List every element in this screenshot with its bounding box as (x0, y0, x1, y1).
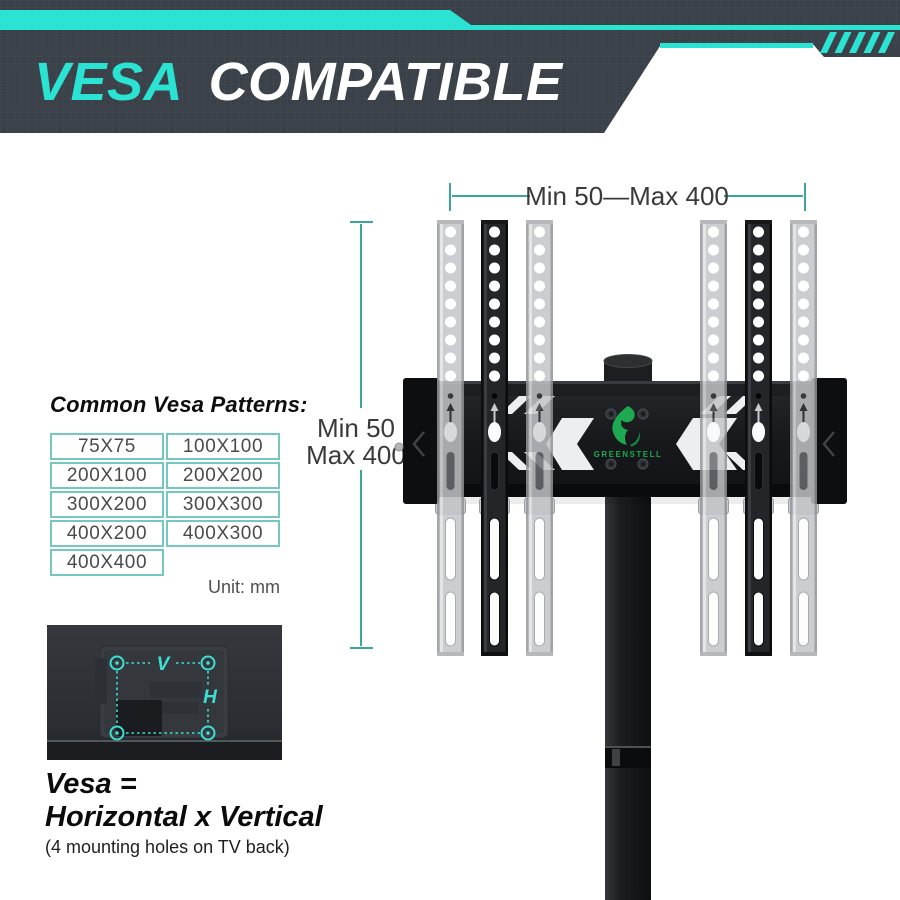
vesa-pattern-cell: 100X100 (166, 433, 280, 460)
v-dimension-label: V (157, 654, 171, 675)
bracket-end-cap-left (403, 378, 439, 504)
vesa-patterns-table: 75X75 100X100 200X100 200X200 300X200 30… (50, 433, 280, 578)
vesa-definition-note: (4 mounting holes on TV back) (45, 837, 290, 857)
flame-icon (612, 406, 635, 445)
vesa-hole-annotation (109, 655, 216, 741)
bracket-screws (605, 408, 649, 470)
bracket-chevron-cutout-left (546, 418, 594, 470)
table-row: 300X200 300X300 (50, 491, 280, 518)
table-row: 400X200 400X300 (50, 520, 280, 547)
vesa-pattern-cell: 200X200 (166, 462, 280, 489)
vertical-dimension-label-min: Min 50 (317, 413, 395, 443)
brand-wordmark: GREENSTELL (594, 450, 663, 459)
bracket-side-screw (394, 442, 404, 452)
tv-mount-recess (95, 645, 229, 739)
vesa-pattern-cell: 300X300 (166, 491, 280, 518)
bracket-end-cap-right (811, 378, 847, 504)
dotted-dimension-lines (116, 662, 209, 734)
vesa-rail-gray (436, 219, 465, 657)
table-row: 75X75 100X100 (50, 433, 280, 460)
header-banner: VESA COMPATIBLE (0, 0, 900, 133)
title-accent: VESA (34, 52, 181, 112)
teal-line (0, 25, 900, 30)
banner-teal-accents (0, 10, 900, 53)
vesa-pattern-cell: 75X75 (50, 433, 164, 460)
greenstell-logo: GREENSTELL (594, 406, 663, 459)
vesa-pattern-cell: 400X400 (50, 549, 164, 576)
vertical-dimension-label-max: Max 400 (306, 440, 406, 470)
horizontal-dimension-label: Min 50—Max 400 (525, 181, 729, 211)
vertical-dimension (350, 221, 373, 649)
horizontal-dimension (449, 183, 806, 211)
mount-hole-rings (109, 655, 216, 741)
table-row: 200X100 200X200 (50, 462, 280, 489)
vesa-rail-gray (789, 219, 818, 657)
vesa-pattern-cell: 400X200 (50, 520, 164, 547)
hash-stripes-icon (820, 32, 895, 53)
vesa-pattern-cell: 400X300 (166, 520, 280, 547)
vesa-definition-line1: Vesa = (45, 768, 137, 800)
vesa-rail-gray (525, 219, 554, 657)
vesa-pattern-cell: 300X200 (50, 491, 164, 518)
h-dimension-label: H (203, 687, 218, 708)
title-rest: COMPATIBLE (209, 52, 564, 112)
patterns-title: Common Vesa Patterns: (50, 392, 308, 417)
page-title: VESA COMPATIBLE (34, 52, 564, 112)
vesa-rail-black (480, 219, 509, 657)
table-row: 400X400 (50, 549, 280, 576)
vesa-definition-line2: Horizontal x Vertical (45, 801, 323, 833)
vesa-rail-gray (699, 219, 728, 657)
pole-collar (605, 746, 651, 768)
vesa-pattern-cell: 200X100 (50, 462, 164, 489)
tv-back-photo: V H (47, 625, 282, 760)
vesa-rail-black (744, 219, 773, 657)
unit-label: Unit: mm (208, 577, 280, 597)
teal-underline (660, 43, 813, 48)
stand-pole (605, 492, 651, 900)
